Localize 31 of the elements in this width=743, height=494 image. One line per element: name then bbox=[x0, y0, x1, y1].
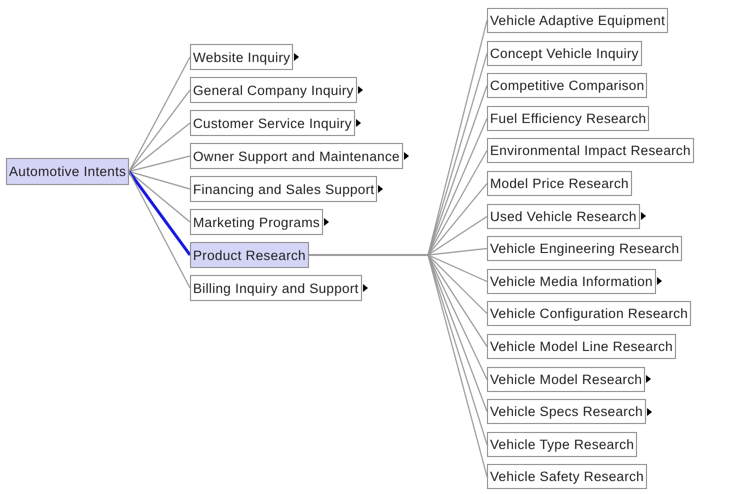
topic-box: Customer Service Inquiry bbox=[190, 110, 355, 136]
topic-box: Marketing Programs bbox=[190, 209, 323, 235]
topic-box: Vehicle Safety Research bbox=[487, 464, 647, 490]
connector-line bbox=[128, 122, 190, 172]
topic-box: Vehicle Model Line Research bbox=[487, 334, 676, 359]
topic-box: Vehicle Configuration Research bbox=[487, 301, 692, 326]
topic-box: Automotive Intents bbox=[6, 158, 130, 185]
connector-line bbox=[128, 90, 190, 172]
topic-box: Vehicle Model Research bbox=[487, 366, 646, 392]
topic-box: Vehicle Engineering Research bbox=[487, 236, 682, 262]
topic-box: Product Research bbox=[190, 242, 309, 268]
topic-box: Competitive Comparison bbox=[487, 73, 648, 98]
topic-box: Owner Support and Maintenance bbox=[190, 143, 403, 169]
topic-box: Vehicle Media Information bbox=[487, 268, 656, 294]
topic-box: Vehicle Type Research bbox=[487, 432, 638, 457]
topic-box: Vehicle Adaptive Equipment bbox=[487, 8, 668, 33]
topic-box: Concept Vehicle Inquiry bbox=[487, 40, 642, 66]
connector-line bbox=[128, 56, 191, 172]
topic-box: Model Price Research bbox=[487, 171, 632, 196]
topic-box: Vehicle Specs Research bbox=[487, 399, 646, 424]
connector-line bbox=[128, 170, 190, 190]
topic-box: Fuel Efficiency Research bbox=[487, 106, 650, 131]
topic-box: Website Inquiry bbox=[190, 44, 294, 70]
topic-box: Used Vehicle Research bbox=[487, 204, 640, 229]
topic-box: General Company Inquiry bbox=[190, 77, 357, 103]
topic-box: Billing Inquiry and Support bbox=[190, 275, 362, 301]
connector-line bbox=[128, 170, 192, 256]
connector-line bbox=[128, 155, 190, 172]
topic-box: Financing and Sales Support bbox=[190, 176, 378, 202]
topic-box: Environmental Impact Research bbox=[487, 138, 694, 164]
connector-line bbox=[128, 171, 191, 288]
